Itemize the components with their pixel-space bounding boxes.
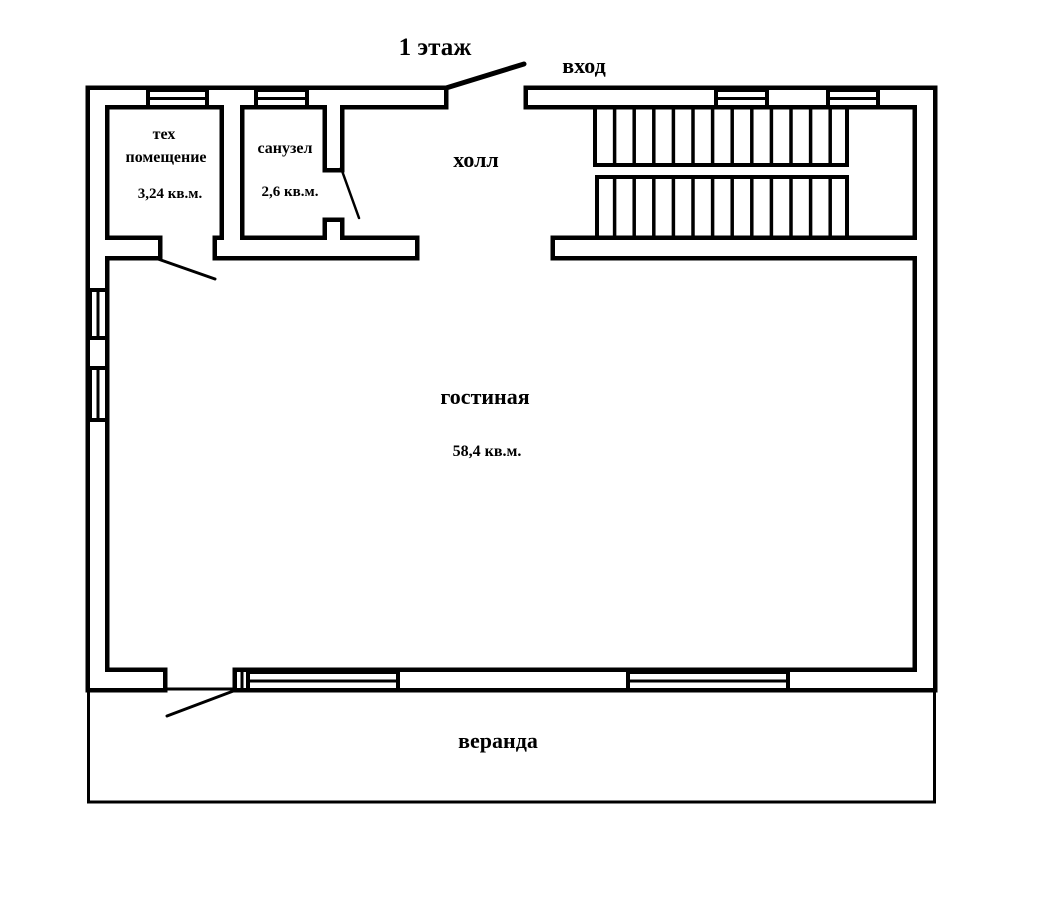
windows bbox=[88, 88, 880, 692]
window bbox=[246, 670, 400, 692]
window bbox=[626, 670, 790, 692]
living-room-name: гостиная bbox=[440, 384, 529, 409]
tech-room-name-2: помещение bbox=[125, 149, 206, 166]
door-swings bbox=[156, 61, 527, 718]
bathroom-name: санузел bbox=[257, 140, 312, 157]
bathroom-area: 2,6 кв.м. bbox=[262, 184, 319, 200]
window bbox=[146, 88, 209, 109]
tech-room-area: 3,24 кв.м. bbox=[138, 186, 203, 202]
living-room-area: 58,4 кв.м. bbox=[453, 443, 522, 460]
window bbox=[88, 288, 109, 340]
floor-title: 1 этаж bbox=[399, 34, 473, 61]
tech-room-name-1: тех bbox=[153, 126, 176, 143]
entrance-door bbox=[443, 61, 527, 91]
window bbox=[826, 88, 880, 109]
bathroom-door bbox=[339, 166, 361, 220]
window bbox=[714, 88, 769, 109]
window bbox=[88, 366, 109, 422]
entrance-label: вход bbox=[562, 53, 606, 78]
staircase bbox=[593, 107, 849, 238]
veranda-door bbox=[165, 688, 238, 718]
hall-name: холл bbox=[453, 147, 499, 172]
veranda-name: веранда bbox=[458, 728, 538, 753]
tech-room-door bbox=[156, 257, 217, 281]
window bbox=[254, 88, 309, 109]
